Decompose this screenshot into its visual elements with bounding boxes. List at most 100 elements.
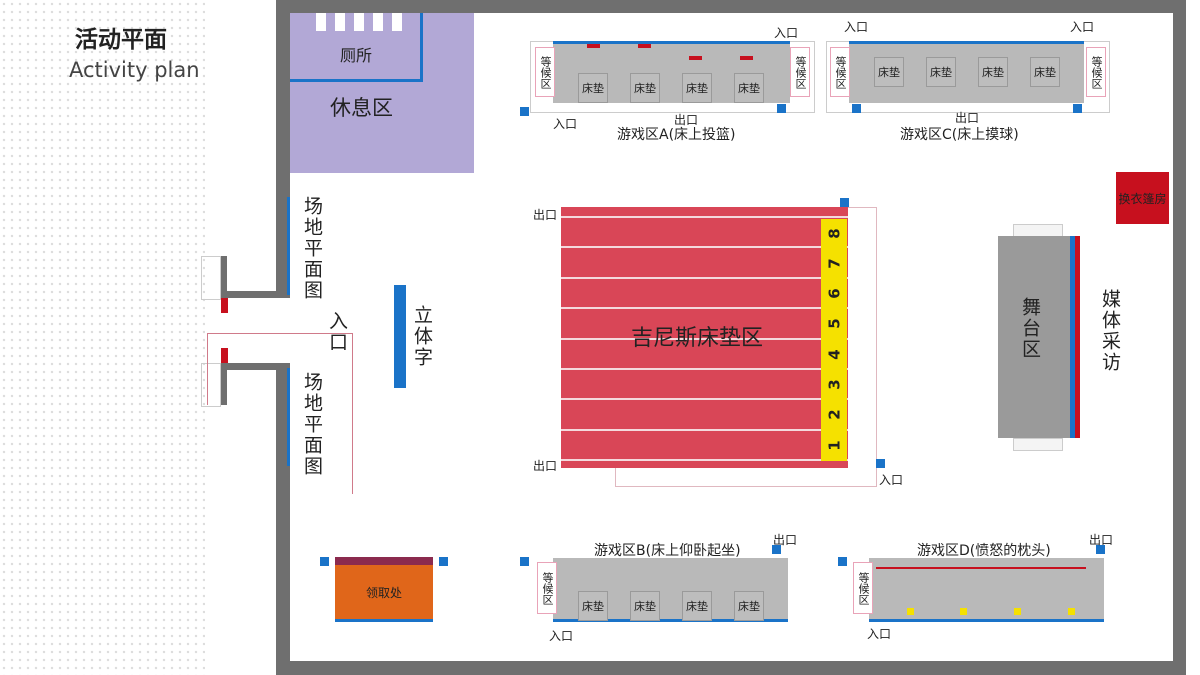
guinness-exit-bottom-label: 出口 <box>533 459 558 473</box>
zone-d-bottom-bar <box>869 619 1104 622</box>
zone-d-entrance-label: 入口 <box>867 627 892 641</box>
toilet-stall <box>354 13 364 31</box>
pickup-marker-left <box>320 557 329 566</box>
entrance-label: 入口 <box>326 311 348 353</box>
zone-c-marker-left <box>852 104 861 113</box>
zone-c-mat: 床垫 <box>926 57 956 87</box>
entrance-marker-bottom <box>221 348 228 363</box>
rest-area <box>290 13 474 173</box>
sculpture-label: 立体字 <box>411 305 433 368</box>
pickup-label: 领取处 <box>365 586 402 600</box>
zone-a-mat: 床垫 <box>578 73 608 103</box>
zone-d-wait: 等候区 <box>853 562 873 614</box>
guinness-marker-bottom <box>876 459 885 468</box>
zone-d-pillow <box>1014 608 1021 615</box>
lane-number-strip: 8 7 6 5 4 3 2 1 <box>821 219 847 461</box>
zone-a-wait-left: 等候区 <box>535 47 555 97</box>
toilet-wall-right <box>420 13 423 81</box>
zone-b-entrance-label: 入口 <box>549 629 574 643</box>
stage-edge-red <box>1075 236 1080 438</box>
zone-a-exit-marker <box>777 104 786 113</box>
zone-d-line <box>876 567 1086 569</box>
entrance-frame-bottom <box>201 363 221 407</box>
zone-a-wait-right: 等候区 <box>790 47 810 97</box>
guinness-entrance-label: 入口 <box>879 473 904 487</box>
lane-number: 4 <box>825 349 843 360</box>
zone-b-mat: 床垫 <box>734 591 764 621</box>
guinness-title: 吉尼斯床垫区 <box>631 326 764 351</box>
stage-edge-blue <box>1070 236 1075 438</box>
zone-b-exit-marker <box>772 545 781 554</box>
page-title: 活动平面 <box>75 27 167 53</box>
wall-left-upper <box>276 0 290 298</box>
zone-c-wait-right: 等候区 <box>1086 47 1106 97</box>
entrance-marker-top <box>221 298 228 313</box>
pickup-marker-right <box>439 557 448 566</box>
zone-b-wait: 等候区 <box>537 562 557 614</box>
entrance-frame-top <box>201 256 221 300</box>
site-plan-bar-bottom <box>287 368 290 466</box>
dotted-background <box>0 0 205 675</box>
site-plan-bar-top <box>287 197 290 295</box>
entrance-corridor-side-top <box>220 256 227 298</box>
guinness-marker-top <box>840 198 849 207</box>
page-subtitle: Activity plan <box>69 58 200 82</box>
zone-a-top-bar <box>553 41 790 44</box>
zone-b-mat: 床垫 <box>630 591 660 621</box>
zone-b-mat: 床垫 <box>578 591 608 621</box>
zone-b-mat: 床垫 <box>682 591 712 621</box>
zone-d-exit-marker <box>1096 545 1105 554</box>
guinness-exit-top-label: 出口 <box>533 208 558 222</box>
zone-a-mat: 床垫 <box>682 73 712 103</box>
zone-b-entrance-marker <box>520 557 529 566</box>
zone-c-entrance-left-label: 入口 <box>844 20 869 34</box>
site-plan-label-bottom: 场地平面图 <box>301 372 323 477</box>
lane-number: 3 <box>825 379 843 390</box>
zone-d-exit-label: 出口 <box>1089 533 1114 547</box>
zone-b-title: 游戏区B(床上仰卧起坐) <box>594 543 741 559</box>
entrance-corridor-top <box>220 291 290 298</box>
toilet-stall <box>392 13 402 31</box>
zone-c-top-bar <box>849 41 1084 44</box>
zone-c-mat: 床垫 <box>1030 57 1060 87</box>
zone-d-pillow <box>1068 608 1075 615</box>
zone-d-entrance-marker <box>838 557 847 566</box>
wall-right <box>1173 0 1186 675</box>
sculpture-bar <box>394 285 406 388</box>
zone-d-pillow <box>907 608 914 615</box>
stage-label: 舞台区 <box>1019 297 1041 360</box>
zone-b-exit-label: 出口 <box>773 533 798 547</box>
zone-a-entrance-label: 入口 <box>553 117 578 131</box>
lane-number: 6 <box>825 288 843 299</box>
stage-step-bottom <box>1013 438 1063 451</box>
entrance-flow-path-left <box>207 333 208 405</box>
guinness-track: 8 7 6 5 4 3 2 1 <box>561 207 848 468</box>
zone-a-hoop <box>638 44 651 48</box>
zone-a-entrance-marker <box>520 107 529 116</box>
rest-area-label: 休息区 <box>330 96 393 120</box>
zone-a-exit-label: 出口 <box>674 113 699 127</box>
zone-a-mat: 床垫 <box>630 73 660 103</box>
wall-top <box>276 0 1186 13</box>
zone-a-hoop <box>740 56 753 60</box>
entrance-corridor-bottom <box>220 363 290 370</box>
zone-a-entrance-top-label: 入口 <box>774 26 799 40</box>
zone-d-title: 游戏区D(愤怒的枕头) <box>917 543 1051 559</box>
wall-bottom <box>276 661 1186 675</box>
toilet-stall <box>373 13 383 31</box>
zone-a-mat: 床垫 <box>734 73 764 103</box>
zone-b-bottom-bar <box>553 619 788 622</box>
stage-area <box>998 236 1070 438</box>
lane-number: 2 <box>825 409 843 420</box>
zone-a-hoop <box>689 56 702 60</box>
zone-d-pillow <box>960 608 967 615</box>
lane-number: 1 <box>825 440 843 451</box>
pickup-counter-top <box>335 557 433 565</box>
zone-c-mat: 床垫 <box>978 57 1008 87</box>
site-plan-label-top: 场地平面图 <box>301 196 323 301</box>
pickup-area: 领取处 <box>335 565 433 620</box>
changing-room-label: 换衣篷房 <box>1118 191 1167 206</box>
zone-c-title: 游戏区C(床上摸球) <box>900 127 1019 143</box>
toilet-wall-bottom <box>290 79 423 82</box>
toilet-stall <box>316 13 326 31</box>
